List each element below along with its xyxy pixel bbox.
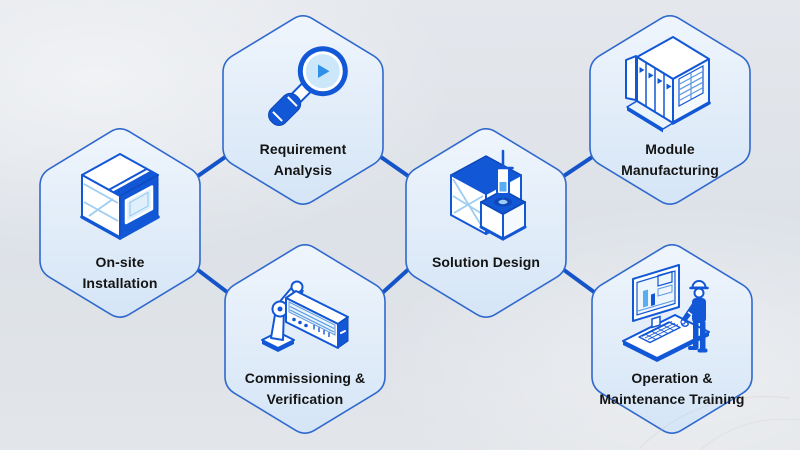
label-line: Analysis (273, 162, 333, 178)
label-line: Manufacturing (621, 162, 719, 178)
label-line: Requirement (259, 141, 347, 157)
robot-arm-panel-icon (261, 280, 349, 352)
hexagon-label-commissioning-verification: Commissioning & Verification (210, 368, 400, 410)
connector-line (558, 152, 598, 181)
label-line: Verification (266, 391, 344, 407)
label-line: On-site (95, 254, 145, 270)
connector-line (192, 152, 231, 181)
connector-line (192, 265, 233, 297)
dispensing-machine-icon (450, 149, 527, 241)
label-line: Commissioning & (244, 370, 366, 386)
label-line: Maintenance Training (599, 391, 745, 407)
connector-line (558, 265, 600, 297)
hexagon-label-operation-maintenance-training: Operation & Maintenance Training (577, 368, 767, 410)
label-line: Installation (82, 275, 158, 291)
connector-line (375, 152, 414, 181)
enclosure-cube-icon (80, 153, 160, 240)
hexagon-tile-commissioning-verification (224, 244, 386, 434)
operator-workstation-icon (622, 264, 710, 362)
watermark-swirl (639, 396, 800, 450)
magnifier-play-icon (268, 46, 348, 126)
hexagon-label-requirement-analysis: Requirement Analysis (208, 139, 398, 181)
modular-cabinet-icon (625, 36, 711, 133)
label-line: Module (645, 141, 695, 157)
label-line: Operation & (631, 370, 713, 386)
hexagon-label-module-manufacturing: Module Manufacturing (575, 139, 765, 181)
label-line: Solution Design (431, 254, 541, 270)
hexagon-label-onsite-installation: On-site Installation (25, 252, 215, 294)
hexagon-label-solution-design: Solution Design (391, 252, 581, 273)
connector-line (377, 264, 414, 298)
